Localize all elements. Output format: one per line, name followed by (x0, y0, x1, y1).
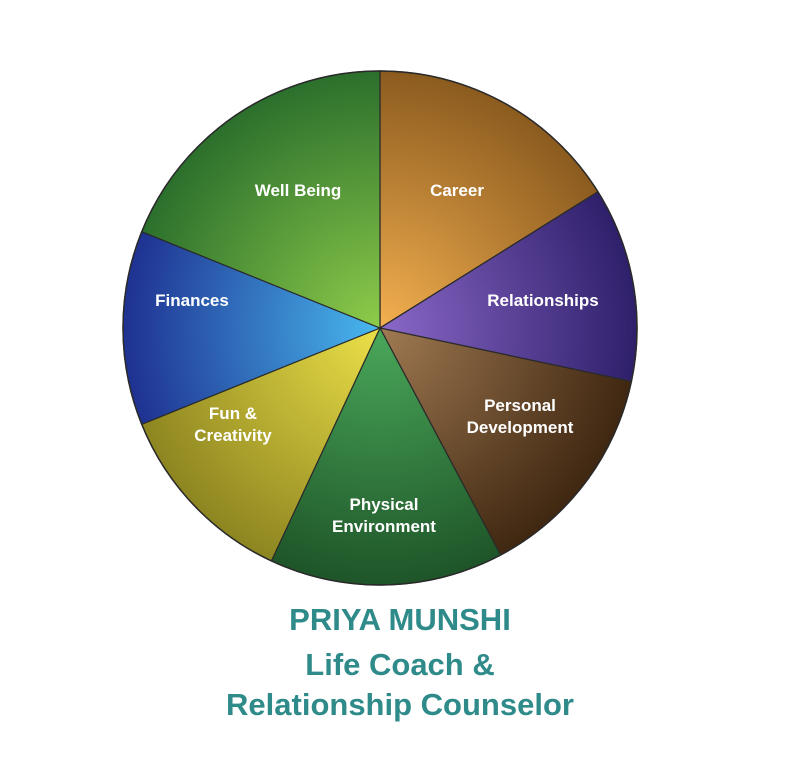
segment-label-fun-creativity: Fun &Creativity (194, 404, 272, 445)
wheel-segments (122, 70, 638, 586)
wheel-outline (122, 70, 638, 586)
coach-role-line-2: Relationship Counselor (226, 687, 574, 722)
segment-label-career: Career (430, 181, 484, 200)
segment-label-finances: Finances (155, 291, 229, 310)
coach-role-line-1: Life Coach & (305, 647, 495, 682)
segment-label-relationships: Relationships (487, 291, 598, 310)
segment-label-well-being: Well Being (255, 181, 342, 200)
coach-name: PRIYA MUNSHI (289, 602, 511, 637)
